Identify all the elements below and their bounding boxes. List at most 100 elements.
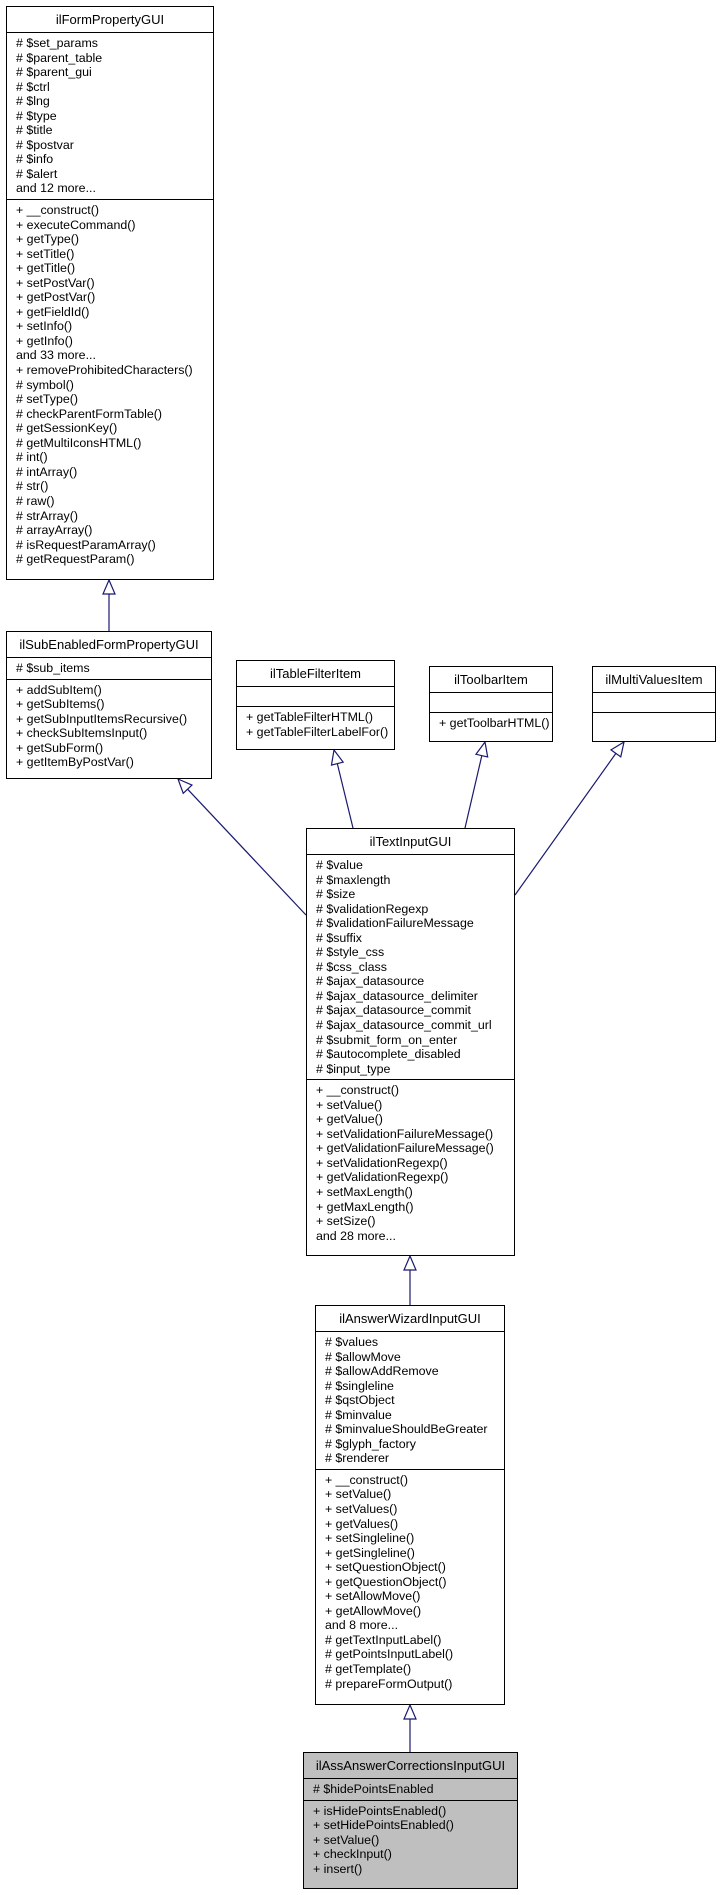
attribute-entry: # $ajax_datasource_commit [316,1003,471,1018]
method-entry: + setAllowMove() [325,1589,421,1604]
method-section: + isHidePointsEnabled()+ setHidePointsEn… [304,1801,517,1880]
attribute-entry: # $validationRegexp [316,901,429,916]
inheritance-arrowhead [403,1254,417,1271]
method-entry: # getTextInputLabel() [325,1632,442,1647]
attribute-entry: # $parent_gui [16,65,92,80]
attribute-entry: # $ajax_datasource_delimiter [316,988,478,1003]
method-entry: # strArray() [16,508,78,523]
method-entry: + getSingleline() [325,1545,415,1560]
class-box-ilMultiValuesItem: ilMultiValuesItem [592,666,716,742]
method-entry: + getAllowMove() [325,1603,422,1618]
method-entry: + getSubForm() [16,740,104,755]
method-entry: + setValidationRegexp() [316,1155,448,1170]
method-entry: + setValue() [325,1487,392,1502]
method-section: + addSubItem()+ getSubItems()+ getSubInp… [7,680,211,773]
attribute-entry: # $set_params [16,36,98,50]
edge-textinput-to-tablefilter [336,763,354,829]
attribute-entry: # $qstObject [325,1393,395,1408]
method-entry: # str() [16,479,49,494]
class-name: ilFormPropertyGUI [7,7,213,33]
method-entry: + setValidationFailureMessage() [316,1126,494,1141]
method-entry: + getQuestionObject() [325,1574,447,1589]
method-entry: + getValue() [316,1112,383,1127]
method-entry: + getTitle() [16,261,76,276]
attribute-entry: # $singleline [325,1378,394,1393]
method-entry: + setSize() [316,1214,376,1229]
class-box-ilTextInputGUI: ilTextInputGUI# $value# $maxlength# $siz… [306,828,515,1256]
attribute-entry: # $input_type [316,1061,391,1076]
method-entry: + __construct() [316,1083,399,1098]
attribute-entry: # $maxlength [316,872,391,887]
attribute-entry: # $ctrl [16,79,50,94]
method-entry: + setValue() [313,1832,380,1847]
method-entry: + getItemByPostVar() [16,755,134,770]
edge-textinput-to-subenabled [187,788,307,916]
attribute-entry: # $css_class [316,959,387,974]
method-entry: # int() [16,450,48,465]
method-entry: + setValue() [316,1097,383,1112]
method-entry: # intArray() [16,464,78,479]
method-entry: # getPointsInputLabel() [325,1647,454,1662]
method-entry: # arrayArray() [16,523,93,538]
attribute-section [593,693,715,713]
attribute-entry: # $allowMove [325,1349,401,1364]
attribute-entry: # $title [16,123,53,138]
method-entry: + getPostVar() [16,290,96,305]
attribute-entry: # $parent_table [16,50,103,65]
attribute-entry: # $validationFailureMessage [316,916,474,931]
class-box-ilFormPropertyGUI: ilFormPropertyGUI# $set_params# $parent_… [6,6,214,580]
attribute-entry: # $minvalue [325,1407,392,1422]
method-entry: + getValidationFailureMessage() [316,1141,494,1156]
class-name: ilAnswerWizardInputGUI [316,1306,504,1332]
method-entry: + addSubItem() [16,682,102,697]
attribute-entry: # $glyph_factory [325,1436,416,1451]
method-entry: + getValues() [325,1516,399,1531]
method-entry: + checkInput() [313,1847,392,1862]
method-entry: + setHidePointsEnabled() [313,1818,454,1833]
attribute-entry: # $values [325,1335,379,1349]
method-entry: and 33 more... [16,348,96,363]
method-entry: + getValidationRegexp() [316,1170,449,1185]
class-name: ilSubEnabledFormPropertyGUI [7,632,211,658]
class-box-ilAnswerWizardInputGUI: ilAnswerWizardInputGUI# $values# $allowM… [315,1305,505,1705]
inheritance-arrowhead [403,1703,417,1720]
method-entry: + getInfo() [16,333,73,348]
method-entry: + setValues() [325,1502,398,1517]
method-entry: + setMaxLength() [316,1185,413,1200]
attribute-entry: # $postvar [16,137,74,152]
class-name: ilAssAnswerCorrectionsInputGUI [304,1753,517,1779]
class-name: ilTextInputGUI [307,829,514,855]
method-entry: + getSubItems() [16,697,105,712]
attribute-entry: # $style_css [316,945,385,960]
attribute-section: # $set_params# $parent_table# $parent_gu… [7,33,213,201]
attribute-entry: and 12 more... [16,181,96,196]
attribute-entry: # $suffix [316,930,362,945]
method-section: + __construct()+ setValue()+ setValues()… [316,1470,504,1694]
attribute-entry: # $alert [16,166,58,181]
method-entry: # getTemplate() [325,1662,412,1677]
method-entry: # prepareFormOutput() [325,1676,453,1691]
attribute-entry: # $type [16,108,57,123]
method-entry: + getTableFilterHTML() [246,710,374,724]
attribute-section [430,693,552,713]
method-entry: + getSubInputItemsRecursive() [16,711,188,726]
method-entry: # getMultiIconsHTML() [16,435,142,450]
method-entry: + getType() [16,232,80,247]
attribute-entry: # $ajax_datasource_commit_url [316,1018,492,1033]
attribute-entry: # $size [316,887,356,902]
method-section [593,713,715,733]
attribute-entry: # $lng [16,94,50,109]
attribute-entry: # $allowAddRemove [325,1364,439,1379]
method-entry: + removeProhibitedCharacters() [16,363,193,378]
attribute-entry: # $ajax_datasource [316,974,425,989]
inheritance-arrowhead [176,777,194,795]
attribute-entry: # $info [16,152,54,167]
class-name: ilMultiValuesItem [593,667,715,693]
attribute-section: # $values# $allowMove# $allowAddRemove# … [316,1332,504,1470]
class-name: ilTableFilterItem [237,661,394,687]
method-entry: + getTableFilterLabelFor() [246,724,389,739]
method-entry: # getSessionKey() [16,421,118,436]
method-section: + __construct()+ setValue()+ getValue()+… [307,1080,514,1246]
attribute-section: # $sub_items [7,658,211,680]
